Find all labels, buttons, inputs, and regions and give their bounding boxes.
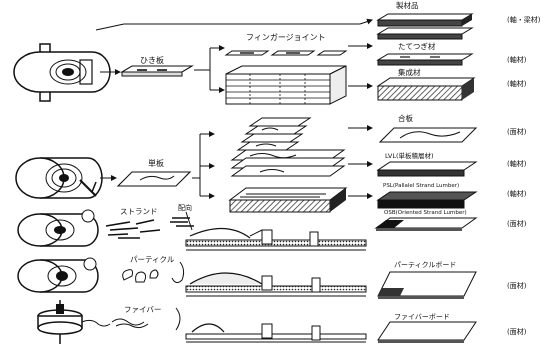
- label-particleboard: パーティクルボード: [394, 261, 456, 269]
- row-particle: パーティクル パーティクルボード (面材): [18, 255, 527, 299]
- fiberboard-forming-line-icon: [186, 324, 366, 342]
- label-ryuzai-3: (軸材): [507, 159, 527, 168]
- label-menzai-3: (面材): [507, 281, 527, 290]
- sawn-lumber-icon: [378, 14, 472, 39]
- row-lumber: ひき板 フィンガージョイント: [14, 0, 541, 104]
- label-ryuzai-4: (軸材): [507, 189, 527, 198]
- label-menzai-4: (面材): [507, 327, 527, 336]
- label-hikiita: ひき板: [140, 55, 164, 65]
- label-haiko: 配向: [178, 203, 192, 212]
- glulam-icon: [378, 78, 474, 100]
- strands-pile-icon: [106, 220, 160, 238]
- label-fiberboard: ファイバーボード: [394, 313, 450, 321]
- label-finger-joint: フィンガージョイント: [246, 32, 326, 42]
- psl-beam-icon: [378, 192, 476, 208]
- particle-chipper-icon: [18, 258, 98, 292]
- plywood-panel-icon: [380, 128, 476, 142]
- osb-forming-line-icon: [186, 228, 366, 250]
- laminated-stack-icon: [226, 66, 346, 104]
- finger-joint-boards-icon: [226, 51, 346, 55]
- label-tatetsugi: たてつぎ材: [398, 41, 436, 51]
- osb-panel-icon: [376, 218, 476, 231]
- finger-jointed-lumber-icon: [378, 54, 472, 65]
- label-menzai-2: (面材): [507, 219, 527, 228]
- label-ryuzai-1: (軸材): [507, 55, 527, 64]
- label-fiber: ファイバー: [124, 305, 161, 314]
- strand-flaker-icon: [18, 210, 98, 246]
- label-osb: OSB(Oriented Strand Lumber): [384, 210, 467, 216]
- fiber-refiner-icon: [38, 300, 110, 344]
- rotary-peel-log-icon: [16, 158, 102, 198]
- particleboard-panel-icon: [378, 272, 476, 299]
- psl-strands-icon: [230, 188, 346, 212]
- row-veneer: 単板: [16, 113, 527, 212]
- label-psl: PSL(Pallalel Strand Lumber): [383, 183, 459, 189]
- label-gouban: 合板: [398, 113, 413, 123]
- label-shaft-beam: (軸・梁材): [507, 15, 541, 24]
- log-saw-icon: [14, 44, 110, 101]
- fiberboard-panel-icon: [378, 322, 476, 343]
- label-lvl: LVL(単板積層材): [385, 151, 434, 160]
- particleboard-forming-line-icon: [186, 273, 366, 296]
- veneer-sheet-icon: [118, 172, 190, 186]
- label-strand: ストランド: [120, 207, 158, 216]
- label-menzai-1: (面材): [507, 127, 527, 136]
- lvl-layers-icon: [232, 150, 344, 176]
- label-shuseizai: 集成材: [398, 67, 421, 77]
- lvl-beam-icon: [378, 162, 476, 176]
- row-fiber: ファイバー ファイバーボード (面材): [38, 300, 527, 344]
- particles-pile-icon: [123, 262, 184, 283]
- plywood-layers-icon: [238, 118, 310, 150]
- label-ryuzai-2: (軸材): [507, 79, 527, 88]
- label-tanpan: 単板: [148, 158, 164, 168]
- sawn-boards-icon: [122, 66, 192, 76]
- oriented-strands-icon: [170, 212, 194, 230]
- label-seizai: 製材品: [396, 0, 419, 10]
- label-particle: パーティクル: [130, 255, 175, 264]
